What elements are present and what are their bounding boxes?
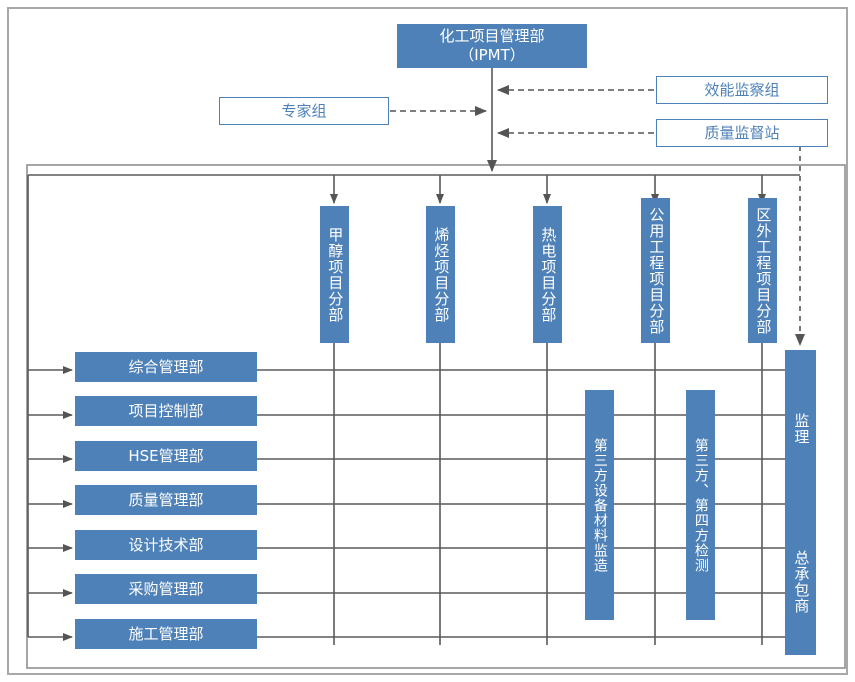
page-border <box>7 7 848 675</box>
node-functional-dept-project-control-label: 项目控制部 <box>128 401 204 420</box>
node-functional-dept-project-control[interactable]: 项目控制部 <box>75 396 257 426</box>
node-project-dept-thermal-power[interactable]: 热电项目分部 <box>533 206 562 343</box>
node-functional-dept-general-management-label: 综合管理部 <box>128 357 204 376</box>
node-functional-dept-construction-management-label: 施工管理部 <box>128 624 204 643</box>
node-functional-dept-procurement-management-label: 采购管理部 <box>128 579 204 598</box>
node-expert-group-label: 专家组 <box>281 101 327 120</box>
node-quality-supervision-station[interactable]: 质量监督站 <box>656 119 828 147</box>
inner-frame <box>26 164 846 669</box>
node-supervision-contractor-column[interactable]: 监理 总承包商 <box>785 350 816 655</box>
node-supervision-segment[interactable]: 监理 <box>785 350 816 509</box>
node-functional-dept-hse-management-label: HSE管理部 <box>128 446 204 465</box>
node-functional-dept-design-technology[interactable]: 设计技术部 <box>75 530 257 560</box>
node-functional-dept-quality-management[interactable]: 质量管理部 <box>75 485 257 515</box>
node-efficiency-supervision-group-label: 效能监察组 <box>704 80 780 99</box>
node-project-dept-methanol[interactable]: 甲醇项目分部 <box>320 206 349 343</box>
node-project-dept-olefin-label: 烯烃项目分部 <box>432 226 451 323</box>
node-ipmt-line2: （IPMT） <box>459 46 525 64</box>
node-general-contractor-label: 总承包商 <box>792 549 811 614</box>
node-expert-group[interactable]: 专家组 <box>219 97 389 125</box>
node-project-dept-thermal-power-label: 热电项目分部 <box>539 226 558 323</box>
node-quality-supervision-station-label: 质量监督站 <box>704 123 780 142</box>
node-third-party-equipment-supervision-label: 第三方设备材料监造 <box>591 437 608 573</box>
node-project-dept-offsite-engineering[interactable]: 区外工程项目分部 <box>748 198 777 343</box>
node-functional-dept-design-technology-label: 设计技术部 <box>128 535 204 554</box>
node-ipmt[interactable]: 化工项目管理部 （IPMT） <box>397 24 587 68</box>
node-general-contractor-segment[interactable]: 总承包商 <box>785 509 816 655</box>
node-functional-dept-general-management[interactable]: 综合管理部 <box>75 352 257 382</box>
node-third-party-equipment-supervision[interactable]: 第三方设备材料监造 <box>585 390 614 620</box>
node-ipmt-line1: 化工项目管理部 <box>439 27 545 46</box>
node-third-fourth-party-inspection-label: 第三方、第四方检测 <box>692 437 709 573</box>
node-functional-dept-construction-management[interactable]: 施工管理部 <box>75 619 257 649</box>
node-efficiency-supervision-group[interactable]: 效能监察组 <box>656 76 828 104</box>
node-project-dept-utility-engineering[interactable]: 公用工程项目分部 <box>641 198 670 343</box>
node-project-dept-offsite-engineering-label: 区外工程项目分部 <box>754 206 773 335</box>
node-third-fourth-party-inspection[interactable]: 第三方、第四方检测 <box>686 390 715 620</box>
node-project-dept-methanol-label: 甲醇项目分部 <box>326 226 345 323</box>
node-functional-dept-hse-management[interactable]: HSE管理部 <box>75 441 257 471</box>
node-supervision-label: 监理 <box>792 413 811 446</box>
node-functional-dept-quality-management-label: 质量管理部 <box>128 490 204 509</box>
node-functional-dept-procurement-management[interactable]: 采购管理部 <box>75 574 257 604</box>
node-project-dept-utility-engineering-label: 公用工程项目分部 <box>647 206 666 335</box>
node-project-dept-olefin[interactable]: 烯烃项目分部 <box>426 206 455 343</box>
